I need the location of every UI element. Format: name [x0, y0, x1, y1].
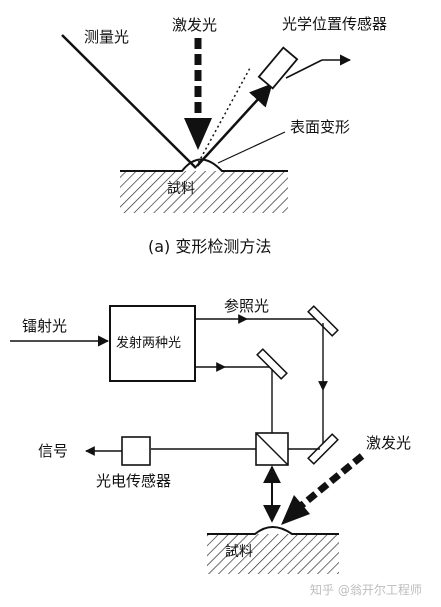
label-sample-b: 試料 — [225, 544, 253, 560]
excitation-arrowhead-a — [184, 118, 212, 150]
sample-block-a — [120, 171, 288, 213]
label-surface-deformation: 表面变形 — [290, 118, 350, 136]
label-excitation-light-a: 激发光 — [172, 16, 217, 34]
excitation-arrowhead-b — [281, 495, 310, 525]
dual-emitter-box — [109, 305, 196, 382]
label-laser: 镭射光 — [22, 317, 67, 335]
surface-deformation-leader — [217, 131, 286, 164]
optical-position-sensor — [257, 46, 299, 90]
label-signal: 信号 — [38, 442, 68, 460]
label-photoelectric-sensor: 光电传感器 — [96, 472, 171, 490]
label-dual-emitter: 发射两种光 — [116, 335, 181, 351]
beam-splitter-diagonal — [255, 432, 289, 466]
label-excitation-light-b: 激发光 — [366, 434, 411, 452]
label-measure-light: 测量光 — [84, 28, 129, 46]
measurement-light-beam — [61, 34, 197, 169]
watermark: 知乎 @翁开尔工程师 — [310, 582, 422, 597]
excitation-light-arrow-b — [299, 453, 365, 508]
mirror-bottom-right — [307, 433, 339, 465]
label-sample-a: 試料 — [167, 181, 195, 197]
reflected-beam-solid — [196, 83, 273, 167]
surface-line-b — [207, 526, 339, 535]
surface-deformation-line — [120, 158, 288, 172]
label-position-sensor: 光学位置传感器 — [282, 15, 387, 33]
diagram-a: 测量光 激发光 光学位置传感器 表面变形 試料 (a) 变形检测方法 — [61, 15, 387, 256]
sample-block-b — [207, 534, 339, 574]
mirror-top-right — [307, 305, 339, 337]
reflected-beam-dotted — [195, 67, 251, 168]
photoelectric-sensor — [121, 436, 151, 466]
mirror-middle — [256, 348, 288, 380]
sensor-output-line — [285, 59, 323, 79]
caption-a: (a) 变形检测方法 — [148, 237, 271, 256]
label-reference-light: 参照光 — [224, 297, 269, 315]
diagram-b: 镭射光 发射两种光 参照光 光电传感器 信 — [10, 297, 411, 574]
